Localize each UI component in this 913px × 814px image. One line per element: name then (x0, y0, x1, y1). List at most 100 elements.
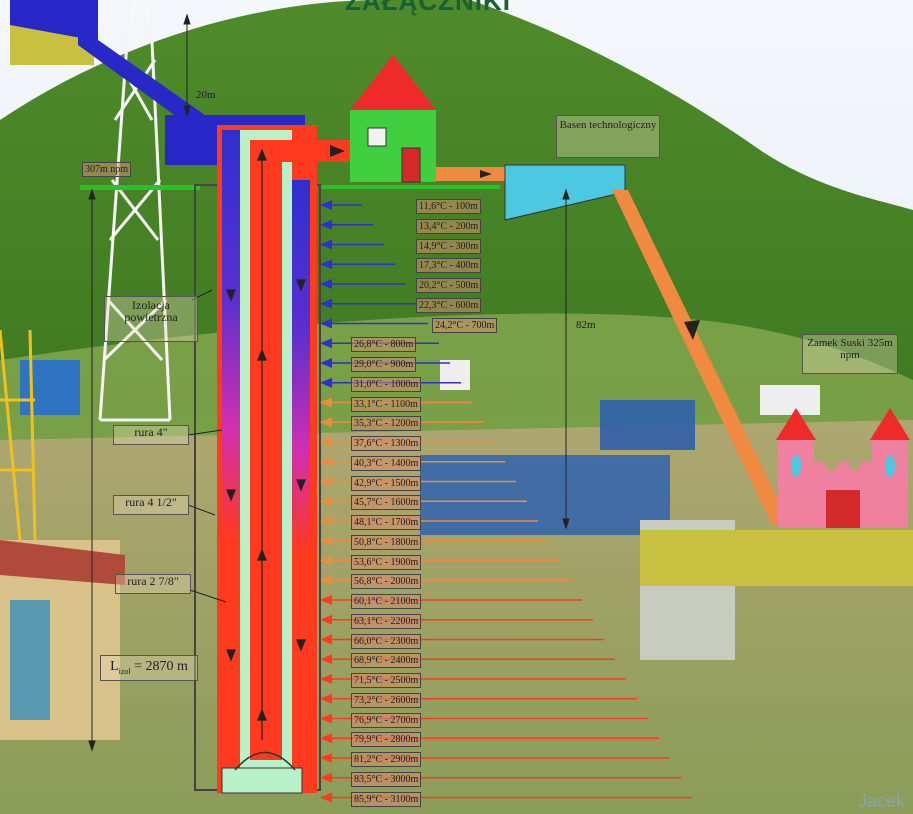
temperature-depth-label: 40,3°C - 1400m (351, 455, 422, 471)
heat-flow-arrowhead (320, 377, 332, 388)
temperature-depth-label: 42,9°C - 1500m (351, 475, 422, 491)
temperature-depth-label: 83,5°C - 3000m (351, 771, 422, 787)
heat-flow-arrowhead (320, 693, 332, 704)
castle-window-right (885, 455, 895, 477)
castle-base (640, 530, 913, 586)
length-subscript: izol (118, 666, 131, 676)
temperature-depth-label: 53,6°C - 1900m (351, 554, 422, 570)
bottom-cap (221, 767, 303, 794)
heat-flow-arrowhead (320, 555, 332, 566)
temperature-depth-label: 29,0°C - 900m (351, 357, 417, 372)
bottom-u-turn (234, 751, 296, 771)
heat-flow-arrowhead (320, 535, 332, 546)
house-door (401, 147, 421, 183)
temperature-depth-label: 71,5°C - 2500m (351, 673, 422, 688)
length-value: = 2870 m (134, 659, 188, 674)
pipe-to-pool-arrow (480, 170, 492, 178)
white-building-right (760, 385, 820, 415)
temperature-depth-label: 31,0°C - 1000m (351, 376, 422, 392)
page-title: ZAŁĄCZNIKI (345, 0, 511, 16)
watermark: Jacek (857, 791, 905, 811)
heat-flow-arrowhead (320, 279, 332, 289)
castle-crenel-2 (837, 462, 849, 472)
castle-window-left (791, 455, 801, 477)
heat-flow-arrowhead (320, 358, 332, 368)
heat-flow-arrowhead (320, 200, 332, 210)
ground-line-left (80, 185, 200, 190)
heat-flow-arrowhead (320, 417, 332, 428)
temperature-depth-label: 60,1°C - 2100m (351, 594, 422, 609)
heat-flow-arrowhead (320, 496, 332, 507)
heat-flow-arrowhead (320, 219, 332, 230)
temperature-depth-label: 33,1°C - 1100m (351, 396, 421, 412)
castle-crenel-3 (860, 462, 872, 472)
heat-flow-arrowhead (320, 516, 332, 526)
cold-annulus (222, 130, 240, 790)
temperature-depth-label: 63,1°C - 2200m (351, 613, 422, 629)
castle-tower-right-roof (870, 408, 910, 440)
insulation-label: Izolacja powietrzna (104, 296, 198, 342)
ground-line-right (320, 185, 500, 189)
heat-flow-arrowhead (320, 338, 332, 349)
height-label-top: 20m (196, 89, 216, 101)
heat-flow-arrowhead (320, 753, 332, 763)
castle-tower-right (872, 438, 908, 528)
heat-flow-arrowhead (320, 456, 332, 467)
heat-flow-arrowhead (320, 614, 332, 625)
hot-outflow (270, 140, 355, 162)
flow-arrows (226, 148, 306, 740)
elevation-label-left: 307m npm (82, 162, 132, 177)
castle-tower-left (778, 438, 814, 528)
temperature-depth-label: 79,9°C - 2800m (351, 732, 422, 748)
pipe-inner-label: rura 2 7/8" (115, 574, 191, 594)
castle-tower-left-roof (776, 408, 816, 440)
shed-roof (0, 540, 125, 585)
temperature-depth-label: 73,2°C - 2600m (351, 692, 422, 708)
heat-flow-arrowhead (320, 713, 332, 724)
temperature-depth-label: 20,2°C - 500m (416, 278, 482, 293)
shed-window (10, 600, 50, 720)
temperature-depth-label: 48,1°C - 1700m (351, 515, 422, 530)
slope-pipe-arrow (684, 320, 700, 340)
temperature-depth-label: 17,3°C - 400m (416, 258, 482, 274)
pool-label: Basen technologiczny (556, 115, 660, 158)
blue-container-left (20, 360, 80, 415)
hot-core (250, 140, 282, 760)
heat-flow-arrowhead (320, 397, 332, 408)
heat-flow-arrowhead (320, 634, 332, 645)
heat-flow-arrowhead (320, 318, 332, 329)
length-prefix: L (110, 659, 119, 674)
slope-length-label: 82m (576, 319, 596, 331)
heat-flow-arrowhead (320, 476, 332, 487)
pipe-to-pool (436, 167, 506, 181)
heat-flow-arrowhead (320, 239, 332, 250)
pipe-outer-label: rura 4 1/2" (113, 495, 189, 515)
temperature-depth-label: 50,8°C - 1800m (351, 534, 422, 550)
heat-flow-arrowhead (320, 595, 332, 605)
blue-tank (420, 455, 670, 535)
temperature-depth-label: 76,9°C - 2700m (351, 712, 422, 728)
temperature-depth-label: 45,7°C - 1600m (351, 495, 422, 511)
temperature-depth-label: 11,6°C - 100m (416, 199, 481, 214)
heat-flow-arrowhead (320, 792, 332, 803)
yellow-scaffold (0, 329, 37, 541)
inflow-hopper (10, 0, 92, 40)
temperature-depth-label: 22,3°C - 600m (416, 297, 482, 313)
house-window (367, 127, 387, 147)
inflow-chute (78, 0, 205, 130)
temperature-depth-label: 13,4°C - 200m (416, 218, 482, 234)
temperature-depth-label: 85,9°C - 3100m (351, 791, 422, 807)
heat-flow-arrowhead (320, 298, 332, 309)
dimension-lines (88, 13, 570, 752)
temperature-depth-label: 37,6°C - 1300m (351, 436, 422, 451)
house-roof (350, 55, 436, 110)
heat-flow-arrowhead (320, 654, 332, 665)
pipe-center-label: rura 4" (113, 425, 189, 445)
temperature-depth-label: 14,9°C - 300m (416, 238, 482, 254)
temperature-depth-label: 26,8°C - 800m (351, 337, 417, 353)
temperature-depth-label: 68,9°C - 2400m (351, 653, 422, 669)
heat-flow-arrowhead (320, 674, 332, 684)
castle-crenel-1 (814, 462, 826, 472)
temperature-depth-label: 24,2°C - 700m (432, 317, 498, 333)
